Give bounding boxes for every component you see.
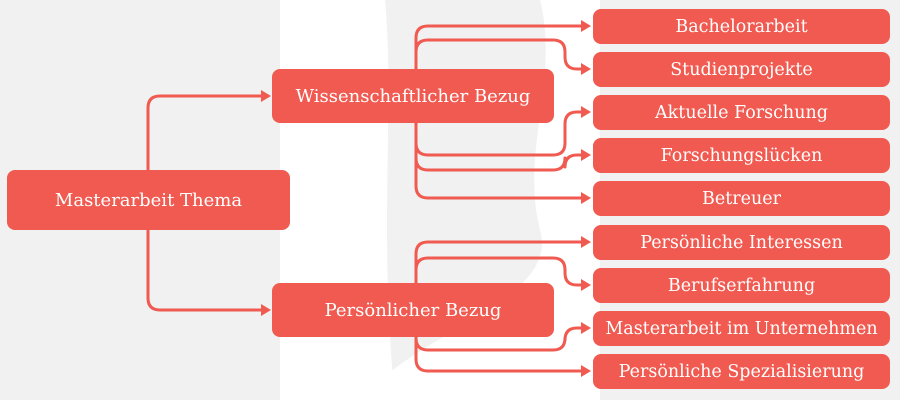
connector-lines xyxy=(146,24,584,373)
connector-branch-1-to-leaf-3-arrowhead xyxy=(581,106,591,118)
connector-branch-1-to-leaf-1 xyxy=(414,24,584,71)
connector-branch-1-to-leaf-5-arrowhead xyxy=(581,192,591,204)
connector-branch-2-to-leaf-1 xyxy=(414,240,584,285)
connector-branch-2-to-leaf-2-arrowhead xyxy=(581,279,591,291)
arrowheads xyxy=(261,20,591,377)
connector-branch-1-to-leaf-2-arrowhead xyxy=(581,63,591,75)
connector-root-to-branch-1 xyxy=(146,94,264,172)
branch-node-wissenschaftlicher-bezug[interactable]: Wissenschaftlicher Bezug xyxy=(272,69,554,123)
connector-branch-2-to-leaf-4-arrowhead xyxy=(581,365,591,377)
root-node-label: Masterarbeit Thema xyxy=(54,189,243,211)
leaf-node-studienprojekte[interactable]: Studienprojekte xyxy=(593,52,890,87)
leaf-node-label: Aktuelle Forschung xyxy=(655,102,828,123)
connector-root-to-branch-1-arrowhead xyxy=(261,90,271,102)
leaf-node-masterarbeit-im-unternehmen[interactable]: Masterarbeit im Unternehmen xyxy=(593,311,890,346)
leaf-node-label: Betreuer xyxy=(702,188,781,209)
leaf-node-label: Persönliche Spezialisierung xyxy=(618,361,865,382)
root-node[interactable]: Masterarbeit Thema xyxy=(7,170,290,230)
leaf-node-label: Forschungslücken xyxy=(660,145,823,166)
leaf-node-berufserfahrung[interactable]: Berufserfahrung xyxy=(593,268,890,303)
connector-branch-2-to-leaf-3 xyxy=(414,326,584,352)
leaf-node-bachelorarbeit[interactable]: Bachelorarbeit xyxy=(593,9,890,44)
connector-branch-1-to-leaf-1-arrowhead xyxy=(581,20,591,32)
connector-branch-1-to-leaf-4 xyxy=(414,121,584,172)
connector-root-to-branch-2-arrowhead xyxy=(261,304,271,316)
leaf-node-label: Bachelorarbeit xyxy=(675,16,808,37)
branch-node-persoenlicher-bezug[interactable]: Persönlicher Bezug xyxy=(272,283,554,337)
leaf-node-forschungsluecken[interactable]: Forschungslücken xyxy=(593,138,890,173)
connector-branch-1-to-leaf-5 xyxy=(414,121,584,200)
connector-root-to-branch-2 xyxy=(146,228,264,312)
connector-branch-2-to-leaf-1-arrowhead xyxy=(581,236,591,248)
leaf-node-label: Berufserfahrung xyxy=(667,275,816,296)
branch-node-label: Wissenschaftlicher Bezug xyxy=(295,85,531,107)
connector-branch-1-to-leaf-4-arrowhead xyxy=(581,149,591,161)
leaf-node-aktuelle-forschung[interactable]: Aktuelle Forschung xyxy=(593,95,890,130)
connector-branch-2-to-leaf-4 xyxy=(414,335,584,373)
leaf-node-betreuer[interactable]: Betreuer xyxy=(593,181,890,216)
leaf-node-persoenliche-interessen[interactable]: Persönliche Interessen xyxy=(593,225,890,260)
leaf-node-persoenliche-spezialisierung[interactable]: Persönliche Spezialisierung xyxy=(593,354,890,389)
connector-branch-2-to-leaf-3-arrowhead xyxy=(581,322,591,334)
connector-branch-1-to-leaf-3 xyxy=(414,110,584,157)
leaf-node-label: Masterarbeit im Unternehmen xyxy=(605,318,878,339)
leaf-node-label: Studienprojekte xyxy=(670,59,813,80)
connector-branch-2-to-leaf-2 xyxy=(414,256,584,287)
background-shape xyxy=(280,0,395,400)
connector-branch-1-to-leaf-2 xyxy=(414,38,584,71)
branch-node-label: Persönlicher Bezug xyxy=(324,299,502,321)
leaf-node-label: Persönliche Interessen xyxy=(640,232,843,253)
